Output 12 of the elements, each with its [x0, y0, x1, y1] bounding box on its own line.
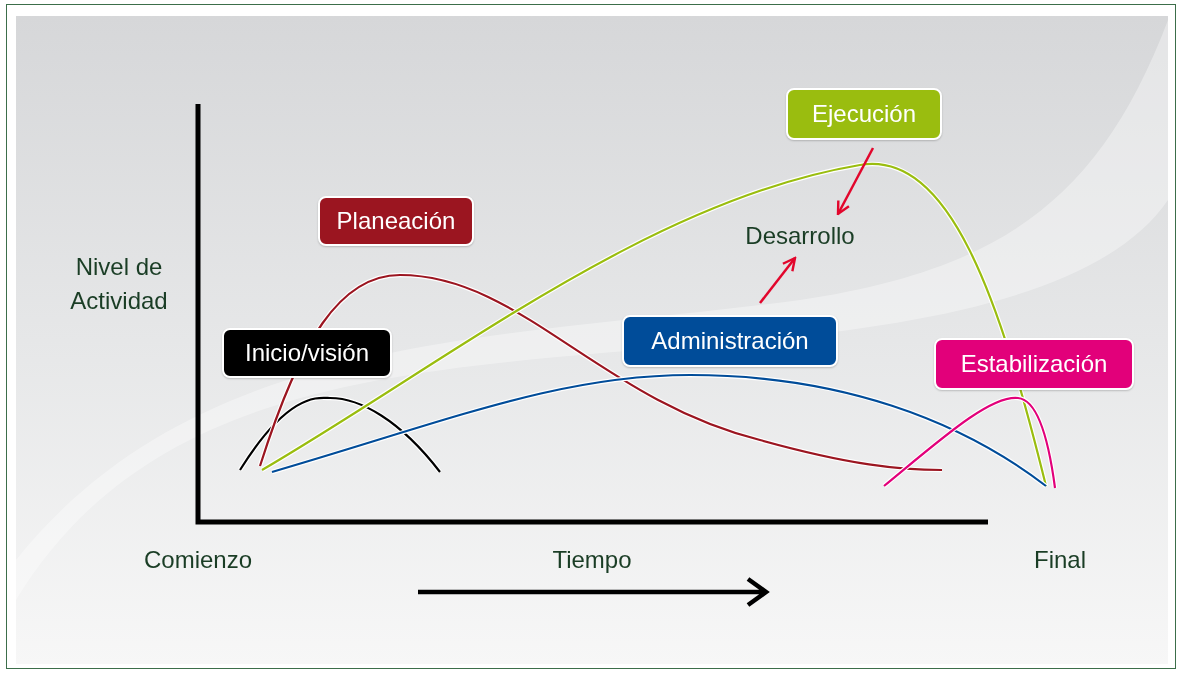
phase-label: Planeación — [318, 196, 474, 246]
axis-label: Tiempo — [551, 545, 633, 575]
phase-label: Estabilización — [934, 338, 1134, 390]
phase-label: Ejecución — [786, 88, 942, 140]
phase-label: Administración — [622, 315, 838, 367]
axis-label: Final — [1033, 545, 1087, 575]
arrow — [836, 147, 875, 216]
arrow — [759, 256, 797, 304]
phase-text: Desarrollo — [730, 214, 870, 258]
axis-title: Nivel de Actividad — [69, 252, 169, 316]
axis-label: Comienzo — [142, 545, 253, 575]
phase-label: Inicio/visión — [222, 328, 392, 378]
